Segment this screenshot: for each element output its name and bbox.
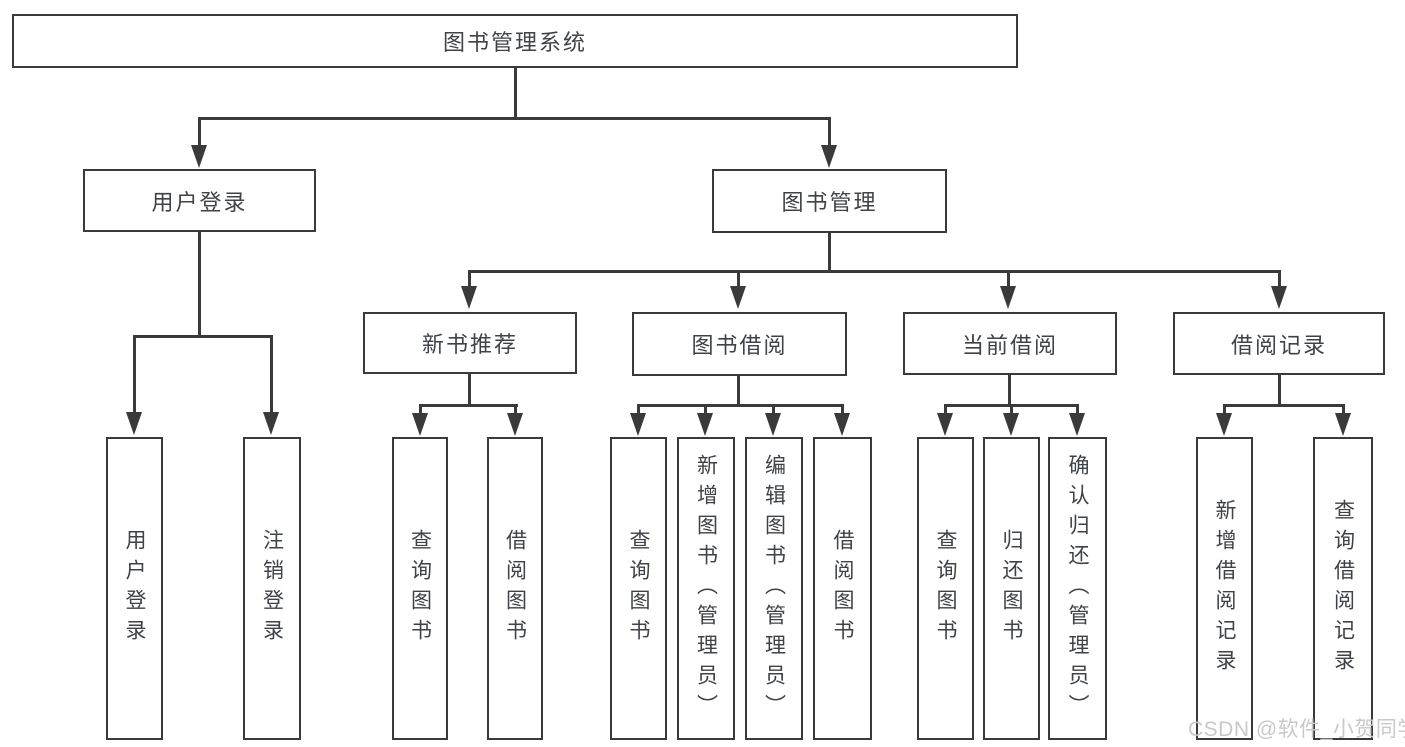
arrow-down [1335, 413, 1351, 436]
connector-segment [1278, 375, 1281, 407]
node-book-management: 图书管理 [712, 169, 947, 233]
connector-segment [514, 404, 517, 414]
connector-segment [133, 335, 273, 338]
node-leaf-confirm-return-admin: 确认归还（管理员） [1048, 437, 1107, 740]
node-leaf-query-borrow-record: 查询借阅记录 [1313, 437, 1373, 740]
connector-segment [133, 335, 136, 413]
connector-segment [1278, 270, 1281, 288]
arrow-down [191, 145, 207, 168]
connector-segment [1223, 404, 1345, 407]
connector-segment [828, 233, 831, 273]
node-label: 查询图书 [627, 528, 650, 649]
connector-segment [944, 404, 947, 414]
connector-segment [737, 376, 740, 407]
connector-segment [637, 404, 640, 414]
node-leaf-add-book-admin: 新增图书（管理员） [677, 437, 735, 740]
connector-segment [514, 68, 517, 117]
arrow-down [1000, 286, 1016, 309]
node-label: 借阅图书 [503, 528, 527, 649]
arrow-down [1216, 413, 1232, 436]
node-library-management-system: 图书管理系统 [12, 14, 1018, 68]
arrow-down [1003, 413, 1019, 436]
node-book-borrowing: 图书借阅 [632, 312, 847, 376]
connector-segment [468, 374, 471, 407]
arrow-down [765, 413, 781, 436]
node-leaf-query-book-3: 查询图书 [917, 437, 974, 740]
connector-segment [198, 117, 201, 147]
arrow-down [412, 413, 428, 436]
node-leaf-query-book-1: 查询图书 [392, 437, 448, 740]
node-label: 确认归还（管理员） [1066, 453, 1089, 724]
node-leaf-add-borrow-record: 新增借阅记录 [1196, 437, 1253, 740]
node-label: 查询借阅记录 [1331, 498, 1355, 679]
node-leaf-query-book-2: 查询图书 [610, 437, 667, 740]
node-leaf-borrow-book-2: 借阅图书 [813, 437, 872, 740]
node-label: 查询图书 [408, 528, 432, 649]
arrow-down [507, 413, 523, 436]
connector-segment [270, 335, 273, 413]
connector-segment [828, 117, 831, 147]
node-label: 查询图书 [934, 528, 957, 649]
node-label: 借阅图书 [831, 528, 854, 649]
node-label: 归还图书 [1000, 528, 1023, 649]
connector-segment [198, 231, 201, 335]
node-current-borrowing: 当前借阅 [903, 312, 1117, 375]
connector-segment [1008, 375, 1011, 407]
arrow-down [730, 286, 746, 309]
connector-segment [1007, 270, 1010, 288]
arrow-down [630, 413, 646, 436]
node-leaf-edit-book-admin: 编辑图书（管理员） [745, 437, 803, 740]
connector-segment [841, 404, 844, 414]
node-leaf-return-book: 归还图书 [983, 437, 1040, 740]
node-label: 编辑图书（管理员） [762, 453, 786, 724]
csdn-watermark: CSDN @软件_小贺同学 [1188, 718, 1405, 741]
node-leaf-borrow-book-1: 借阅图书 [487, 437, 543, 740]
connector-segment [1342, 404, 1345, 414]
connector-segment [1223, 404, 1226, 414]
arrow-down [937, 413, 953, 436]
node-leaf-logout: 注销登录 [243, 437, 301, 740]
node-label: 用户登录 [123, 528, 146, 649]
connector-segment [1010, 404, 1013, 414]
arrow-down [834, 413, 850, 436]
connector-segment [772, 404, 775, 414]
connector-segment [419, 404, 518, 407]
arrow-down [263, 412, 279, 435]
connector-segment [704, 404, 707, 414]
arrow-down [697, 413, 713, 436]
connector-segment [468, 270, 1281, 273]
connector-segment [419, 404, 422, 414]
arrow-down [461, 286, 477, 309]
node-new-book-recommendation: 新书推荐 [363, 312, 577, 374]
node-borrowing-records: 借阅记录 [1173, 312, 1385, 375]
connector-segment [737, 270, 740, 288]
connector-segment [1076, 404, 1079, 414]
node-leaf-user-login: 用户登录 [106, 437, 163, 740]
node-label: 新增图书（管理员） [694, 453, 718, 724]
node-label: 注销登录 [260, 528, 284, 649]
connector-segment [198, 117, 831, 120]
arrow-down [1271, 286, 1287, 309]
connector-segment [637, 404, 844, 407]
arrow-down [1069, 413, 1085, 436]
connector-segment [468, 270, 471, 288]
node-user-login: 用户登录 [83, 169, 316, 232]
node-label: 新增借阅记录 [1213, 498, 1236, 679]
arrow-down [821, 145, 837, 168]
arrow-down [126, 412, 142, 435]
